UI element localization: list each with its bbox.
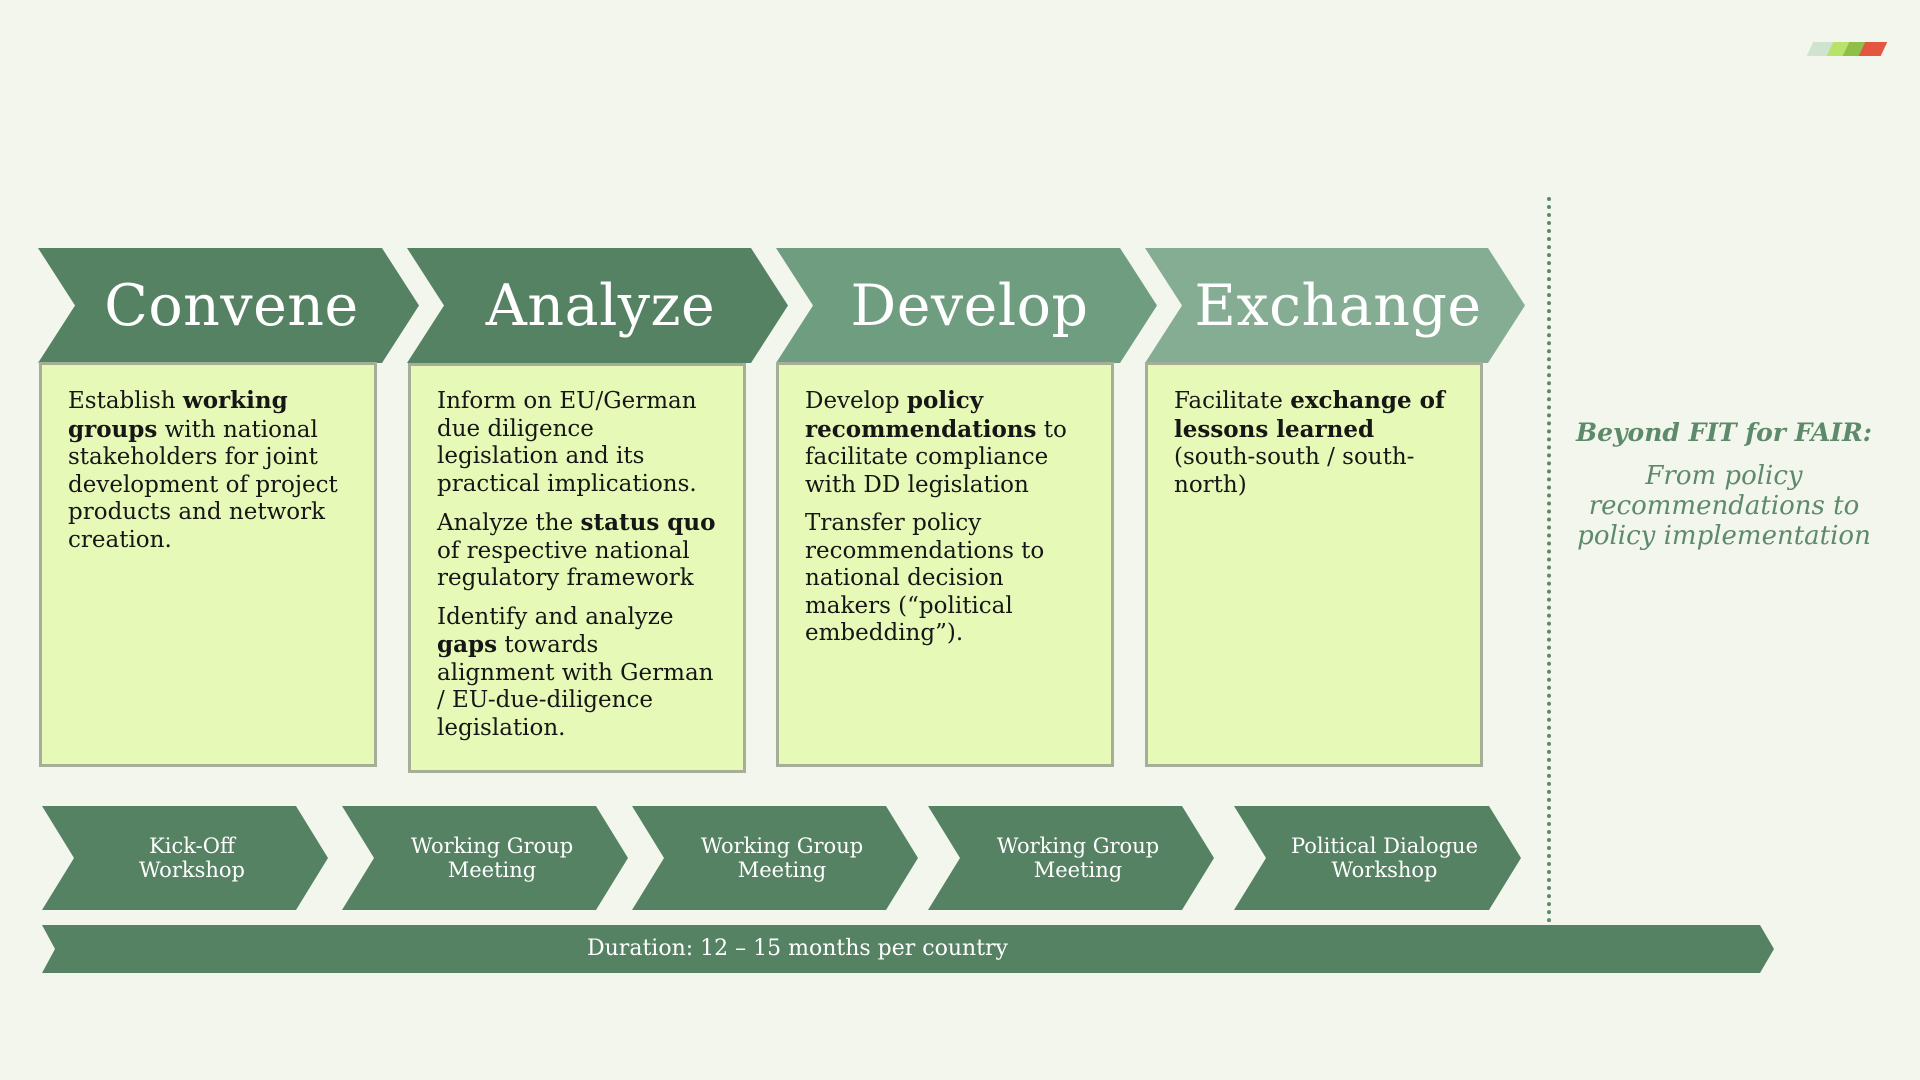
beyond-note: Beyond FIT for FAIR: From policy recomme… [1568,418,1880,551]
bold-text: working groups [68,387,288,443]
text-run: (south-south / south-north) [1174,444,1415,498]
phase-description: Inform on EU/German due diligence legisl… [437,388,719,498]
phase-chevron-exchange: Exchange [1145,248,1525,363]
meeting-chevron-working-group-3: Working Group Meeting [928,806,1214,910]
meeting-label: Working Group Meeting [410,834,574,882]
phase-title: Convene [104,272,359,339]
phase-chevron-convene: Convene [38,248,419,363]
beyond-title: Beyond FIT for FAIR: [1575,418,1873,447]
text-run: Analyze the [437,510,581,536]
text-run: Develop [805,388,907,414]
phase-description: Identify and analyze gaps towards alignm… [437,604,719,743]
beyond-subtitle: From policy recommendations to policy im… [1577,461,1871,551]
text-run: Inform on EU/German due diligence legisl… [437,388,697,497]
duration-label: Duration: 12 – 15 months per country [587,936,1008,961]
meeting-label: Working Group Meeting [700,834,864,882]
phase-title: Analyze [485,272,716,339]
duration-bar: Duration: 12 – 15 months per country [42,925,1774,973]
text-run: Establish [68,388,183,414]
bold-text: gaps [437,631,498,658]
bold-text: policy recommendations [805,387,1037,443]
brand-stripes-logo [1806,42,1888,56]
bold-text: status quo [580,509,716,536]
phase-description: Establish working groups with national s… [68,387,350,554]
phase-box-exchange: Facilitate exchange of lessons learned (… [1145,362,1483,767]
logo-stripe [1858,42,1888,56]
meeting-chevron-working-group-2: Working Group Meeting [632,806,918,910]
phase-description: Develop policy recommendations to facili… [805,387,1087,499]
text-run: with national stakeholders for joint dev… [68,416,338,553]
text-run: Facilitate [1174,388,1291,414]
phase-description: Facilitate exchange of lessons learned (… [1174,387,1456,499]
meeting-chevron-kickoff: Kick-Off Workshop [42,806,328,910]
meeting-label: Working Group Meeting [996,834,1160,882]
dotted-divider [1547,197,1551,923]
meeting-label: Kick-Off Workshop [139,834,245,882]
text-run: of respective national regulatory framew… [437,537,694,592]
meeting-chevron-political-dialogue: Political Dialogue Workshop [1234,806,1521,910]
phase-description: Transfer policy recommendations to natio… [805,510,1087,648]
phase-box-convene: Establish working groups with national s… [39,362,377,767]
phase-title: Develop [850,272,1089,339]
text-run: to facilitate compliance with DD legisla… [805,416,1067,498]
bold-text: exchange of lessons learned [1174,387,1445,443]
phase-box-develop: Develop policy recommendations to facili… [776,362,1114,767]
phase-box-analyze: Inform on EU/German due diligence legisl… [408,363,746,773]
text-run: towards alignment with German / EU-due-d… [437,632,714,741]
meeting-chevron-working-group-1: Working Group Meeting [342,806,628,910]
phase-title: Exchange [1194,272,1482,339]
phase-chevron-analyze: Analyze [407,248,788,363]
meeting-label: Political Dialogue Workshop [1290,834,1478,882]
text-run: Identify and analyze [437,603,674,630]
text-run: Transfer policy recommendations to natio… [805,510,1045,646]
phase-description: Analyze the status quo of respective nat… [437,509,719,593]
phase-chevron-develop: Develop [776,248,1157,363]
